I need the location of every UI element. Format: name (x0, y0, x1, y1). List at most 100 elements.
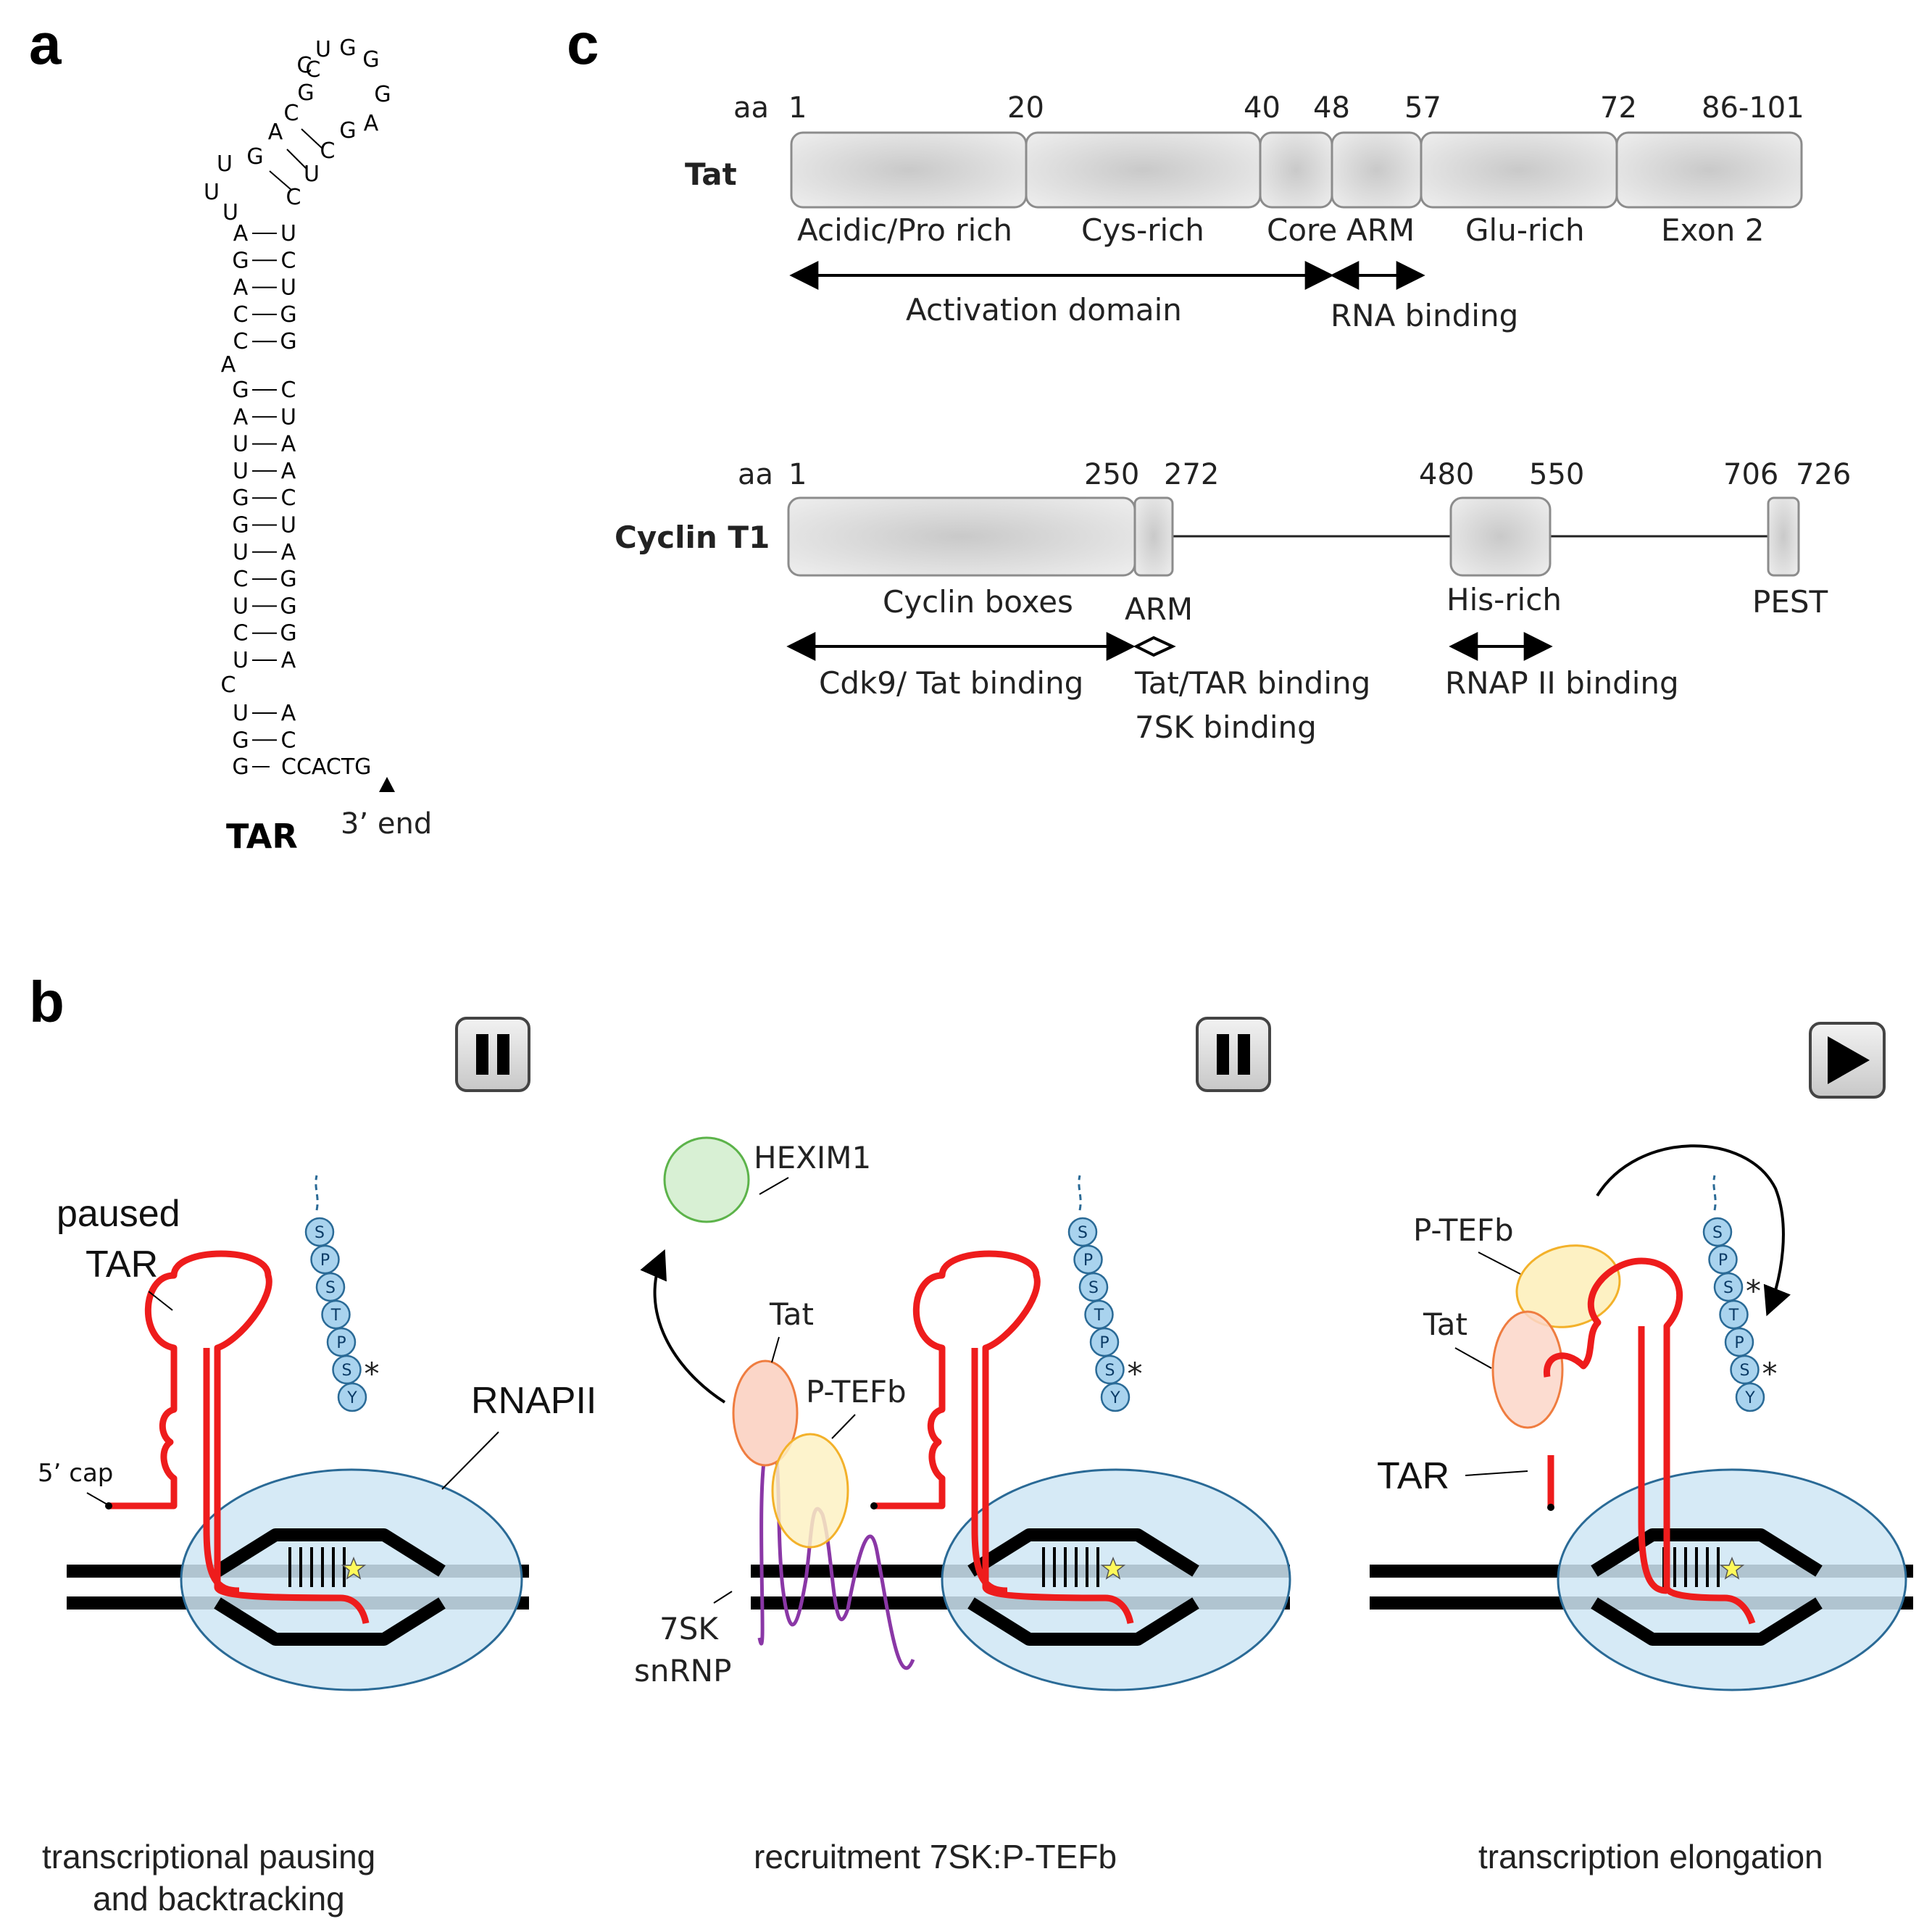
stem2-pair-right-nt: U (280, 404, 296, 430)
hexim1-release-arrow (640, 1249, 726, 1404)
upper-stem-left-nt: G (297, 80, 314, 106)
stem2-pair-left-nt: U (233, 594, 249, 619)
tat-pos-72: 72 (1600, 91, 1637, 125)
ctd-bead (310, 1244, 340, 1275)
last-left-nt: G (232, 754, 249, 780)
ptefb-leader-scene2 (831, 1414, 856, 1439)
ctd-residue: S (1105, 1362, 1115, 1380)
ctd-residue: Y (1109, 1389, 1120, 1407)
stem1-pair-right-nt: U (280, 221, 296, 246)
active-site-star (341, 1556, 367, 1580)
stem2-pair-right-nt: G (280, 621, 296, 646)
stem2-pair-right-nt: A (281, 459, 296, 484)
ctd-bead (321, 1299, 351, 1330)
tat-label-core: Core (1267, 212, 1337, 248)
stem1-pair-left-nt: A (233, 221, 249, 246)
nascent-rna-scene1 (109, 1250, 370, 1625)
ctd-residue: T (1094, 1307, 1104, 1325)
bulge-u1-nt: U (204, 180, 220, 205)
tat-domain-arm (1331, 131, 1423, 209)
nascent-rna-scene1-hairpin (203, 1348, 240, 1594)
tar-label-scene3: TAR (1377, 1455, 1449, 1497)
phosphorylation-arrow (1596, 1144, 1791, 1317)
cdk9-binding-label: Cdk9/ Tat binding (819, 665, 1083, 701)
tat-label-scene2: Tat (769, 1296, 814, 1332)
stem2-pair-right-nt: G (280, 567, 296, 592)
five-prime-cap-dot-3 (1547, 1504, 1554, 1511)
play-button[interactable] (1809, 1022, 1886, 1099)
stem2-pair-left-nt: G (232, 513, 249, 538)
7sk-label: 7SK (659, 1611, 719, 1646)
ctd-residue: P (336, 1334, 346, 1352)
stem2-pair-left-nt: U (233, 648, 249, 673)
panel-letter-a: a (29, 12, 62, 76)
upper-stem-right-nt: G (339, 118, 356, 143)
bulge-c-right-nt: C (286, 185, 301, 210)
tat-pos-86-101: 86-101 (1702, 91, 1804, 125)
transcription-bubble-3 (1591, 1528, 1823, 1646)
stem2-pair-left-nt: U (233, 540, 249, 565)
stem2-pair-left-nt: G (232, 378, 249, 403)
stem1-pair-right-nt: G (280, 302, 296, 328)
sk7-binding-label: 7SK binding (1135, 709, 1317, 745)
tat-protein-scene3 (1491, 1310, 1564, 1429)
stem1-pair-left-nt: C (233, 329, 249, 354)
ctd-bead (1708, 1244, 1738, 1275)
stem1-pair-right-nt: C (281, 248, 296, 273)
7sk-leader (713, 1591, 733, 1604)
paused-tar-leader (148, 1291, 173, 1311)
play-icon (1828, 1036, 1870, 1084)
ctd-residue: P (1099, 1334, 1109, 1352)
pause-button-1[interactable] (455, 1017, 530, 1092)
caption-elongation: transcription elongation (1478, 1838, 1823, 1875)
upper-stem-bond (301, 128, 324, 150)
caption-recruitment: recruitment 7SK:P-TEFb (754, 1838, 1117, 1875)
ctd-bead (1073, 1244, 1103, 1275)
stem1-pair-left-nt: C (233, 302, 249, 328)
tar-label: TAR (226, 817, 298, 856)
ctd-bead (1100, 1382, 1131, 1412)
loop-nt: G (339, 36, 356, 61)
cyclin-pos-480: 480 (1419, 458, 1474, 491)
tat-pos-20: 20 (1007, 91, 1044, 125)
ctd-bead (1078, 1272, 1109, 1302)
five-prime-cap-dot-2 (870, 1502, 878, 1510)
tat-label-exon2: Exon 2 (1661, 212, 1765, 248)
ctd-residue: Y (346, 1389, 357, 1407)
rnapii-label: RNAPII (471, 1380, 596, 1422)
stem1-pair-left-nt: A (233, 275, 249, 301)
ctd-residue: P (1718, 1252, 1728, 1270)
stem3-pair-right-nt: A (281, 701, 296, 726)
tat-domain-exon2 (1615, 131, 1803, 209)
ctd-residue: P (320, 1252, 330, 1270)
tat-leader-scene2 (771, 1336, 780, 1363)
stem2-pair-right-nt: C (281, 378, 296, 403)
cyclin-name: Cyclin T1 (615, 520, 770, 555)
ctd-bead (315, 1272, 346, 1302)
ctd-bead (1724, 1327, 1754, 1357)
ctd-residue: S (1712, 1224, 1723, 1242)
loop-nt: U (315, 37, 331, 62)
caption-pausing-line2: and backtracking (93, 1880, 345, 1918)
rnapii-leader (441, 1431, 499, 1490)
stem2-pair-right-nt: A (281, 648, 296, 673)
cyclin-pos-726: 726 (1796, 458, 1851, 491)
tat-pos-57: 57 (1404, 91, 1441, 125)
arm-binding-diamond (1133, 636, 1176, 657)
ctd-residue: P (1734, 1334, 1744, 1352)
stem2-pair-left-nt: U (233, 432, 249, 457)
ctd-residue: S (325, 1279, 336, 1297)
stem2-pair-left-nt: G (232, 486, 249, 511)
pause-button-2[interactable] (1196, 1017, 1271, 1092)
tat-label-glu: Glu-rich (1465, 212, 1585, 248)
phospho-asterisk: * (1746, 1273, 1761, 1309)
tail-sequence: CCACTG (281, 754, 371, 780)
transcription-bubble (214, 1528, 446, 1646)
tat-domain-acidic (790, 131, 1028, 209)
rna-binding-label: RNA binding (1331, 298, 1518, 333)
dna-rna-hybrid-2 (1042, 1547, 1099, 1587)
rnap-binding-label: RNAP II binding (1445, 665, 1679, 701)
cyclin-label-pest: PEST (1752, 584, 1828, 620)
